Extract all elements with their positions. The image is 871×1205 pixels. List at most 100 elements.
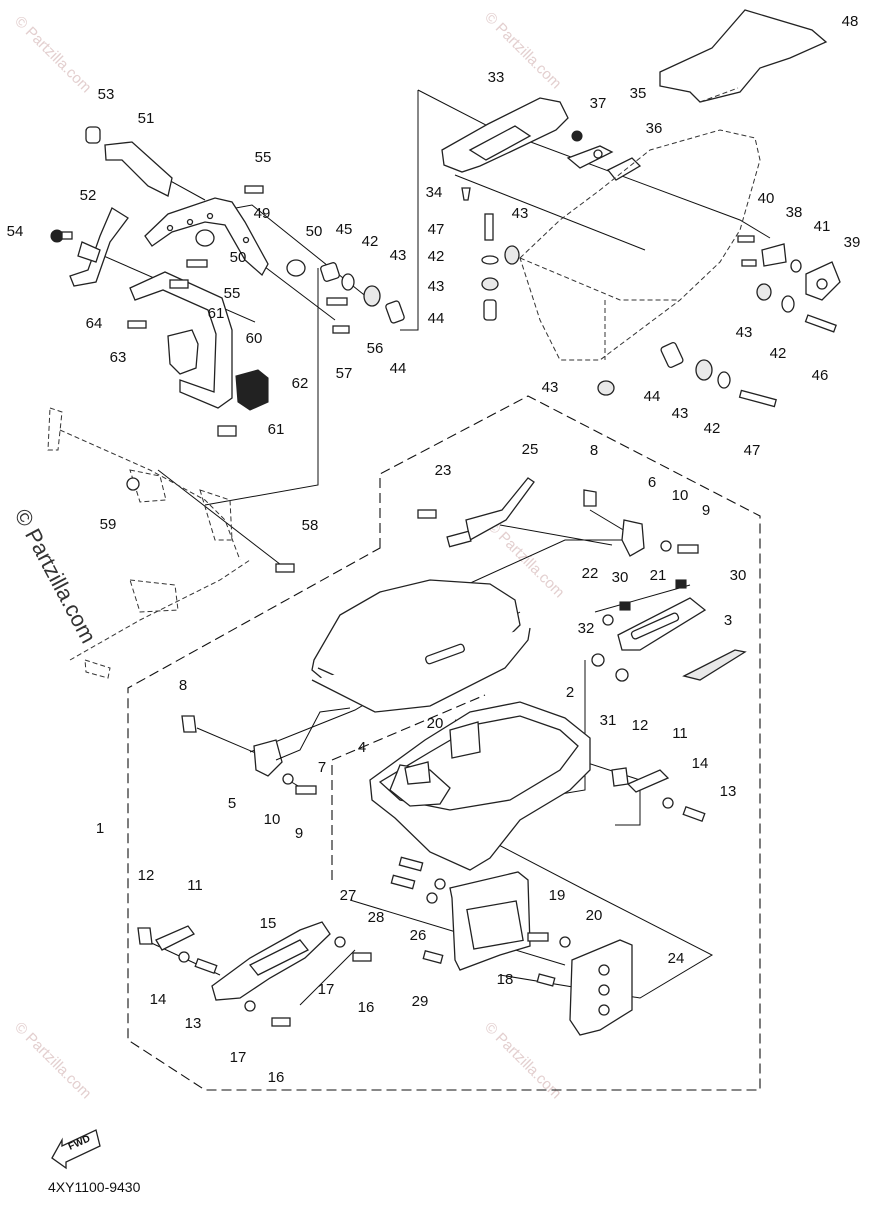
callout-37: 37 bbox=[590, 95, 607, 112]
guard-pipe bbox=[129, 271, 233, 409]
frame-stay-group bbox=[50, 126, 405, 437]
hinge-8 bbox=[181, 715, 197, 733]
screw bbox=[127, 320, 147, 329]
callout-41: 41 bbox=[814, 218, 831, 235]
screw bbox=[390, 874, 416, 890]
screw bbox=[398, 856, 424, 872]
bolt bbox=[352, 952, 372, 962]
bolt bbox=[677, 544, 699, 554]
nut bbox=[126, 477, 140, 491]
callout-30: 30 bbox=[612, 569, 629, 586]
bracket-49 bbox=[144, 197, 269, 277]
washer bbox=[602, 614, 614, 626]
frame-ghost bbox=[47, 407, 295, 679]
grommet bbox=[597, 380, 615, 396]
bracket-63 bbox=[167, 329, 199, 375]
reflector bbox=[235, 369, 269, 411]
callout-48: 48 bbox=[842, 13, 859, 30]
bolt bbox=[217, 425, 237, 437]
callout-10: 10 bbox=[672, 487, 689, 504]
washer bbox=[660, 540, 672, 552]
callout-8: 8 bbox=[179, 677, 187, 694]
gasket bbox=[682, 649, 747, 681]
hinge-11 bbox=[626, 769, 670, 793]
callout-labels: 1234567889910101111121213131414151616171… bbox=[7, 13, 861, 1086]
washer bbox=[178, 951, 190, 963]
callout-11: 11 bbox=[187, 877, 203, 894]
hinge-12 bbox=[611, 767, 629, 787]
callout-52: 52 bbox=[80, 187, 97, 204]
grommet bbox=[363, 285, 381, 307]
callout-8: 8 bbox=[590, 442, 598, 459]
bolt bbox=[295, 785, 317, 795]
callout-19: 19 bbox=[549, 887, 566, 904]
callout-43: 43 bbox=[542, 379, 559, 396]
washer bbox=[282, 773, 294, 785]
callout-55: 55 bbox=[224, 285, 241, 302]
grommet bbox=[695, 359, 713, 381]
callout-56: 56 bbox=[367, 340, 384, 357]
callout-30: 30 bbox=[730, 567, 747, 584]
bolt bbox=[417, 509, 437, 519]
callout-6: 6 bbox=[648, 474, 656, 491]
callout-42: 42 bbox=[770, 345, 787, 362]
callout-18: 18 bbox=[497, 971, 514, 988]
callout-55: 55 bbox=[255, 149, 272, 166]
washer bbox=[790, 259, 802, 273]
callout-9: 9 bbox=[702, 502, 710, 519]
bolt bbox=[244, 185, 264, 194]
bolt bbox=[271, 1017, 291, 1027]
callout-26: 26 bbox=[410, 927, 427, 944]
saddlebag-upper-group bbox=[441, 9, 841, 408]
bolt bbox=[741, 259, 757, 267]
washer bbox=[615, 668, 629, 682]
grommet bbox=[481, 277, 499, 291]
callout-9: 9 bbox=[295, 825, 303, 842]
collar bbox=[483, 299, 497, 321]
callout-61: 61 bbox=[208, 305, 225, 322]
callout-16: 16 bbox=[268, 1069, 285, 1086]
callout-42: 42 bbox=[704, 420, 721, 437]
hinge-11 bbox=[155, 925, 195, 951]
callout-51: 51 bbox=[138, 110, 155, 127]
watermark: © Partzilla.com bbox=[11, 13, 94, 96]
callout-13: 13 bbox=[720, 783, 737, 800]
bolt bbox=[169, 279, 189, 289]
cap bbox=[286, 259, 306, 277]
bolt bbox=[571, 130, 583, 142]
washer bbox=[341, 273, 355, 291]
plate bbox=[566, 145, 614, 169]
plate bbox=[606, 157, 642, 181]
grommet bbox=[504, 245, 520, 265]
callout-43: 43 bbox=[390, 247, 407, 264]
callout-10: 10 bbox=[264, 811, 281, 828]
bolt bbox=[804, 314, 837, 333]
callout-33: 33 bbox=[488, 69, 505, 86]
saddlebag-case-group bbox=[181, 477, 747, 871]
collar bbox=[385, 300, 405, 324]
screw bbox=[461, 187, 471, 201]
callout-44: 44 bbox=[428, 310, 445, 327]
callout-36: 36 bbox=[646, 120, 663, 137]
callout-47: 47 bbox=[428, 221, 445, 238]
callout-1: 1 bbox=[96, 820, 104, 837]
callout-44: 44 bbox=[644, 388, 661, 405]
callout-25: 25 bbox=[522, 441, 539, 458]
latch-5 bbox=[253, 739, 283, 777]
collar bbox=[320, 262, 340, 282]
callout-50: 50 bbox=[306, 223, 323, 240]
callout-49: 49 bbox=[254, 205, 271, 222]
callout-12: 12 bbox=[632, 717, 649, 734]
callout-2: 2 bbox=[566, 684, 574, 701]
callout-3: 3 bbox=[724, 612, 732, 629]
callout-43: 43 bbox=[428, 278, 445, 295]
watermark: © Partzilla.com bbox=[11, 1019, 94, 1102]
hinge-12 bbox=[137, 927, 153, 945]
callout-13: 13 bbox=[185, 1015, 202, 1032]
callout-43: 43 bbox=[672, 405, 689, 422]
callout-47: 47 bbox=[744, 442, 761, 459]
washer bbox=[717, 371, 731, 389]
latch-plate bbox=[449, 721, 481, 759]
callout-32: 32 bbox=[578, 620, 595, 637]
